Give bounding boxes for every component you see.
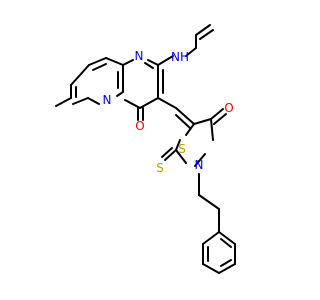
bond [139,97,159,109]
bond [220,259,232,267]
bond [124,99,141,109]
bond [195,24,211,36]
atom-label-n-ring: N [195,158,204,172]
atom-label-nh: NH [171,50,189,64]
bond [157,55,174,66]
atom-label-n-top: N [135,49,144,63]
molecule-canvas: N N NH O S N O S [55,24,236,274]
bond [105,57,124,66]
bond [220,238,232,248]
bond [185,47,197,57]
bond [147,59,159,66]
bond [175,139,181,151]
bond [210,118,214,141]
bond [164,149,177,161]
bond [161,147,173,158]
atom-label-s-thione: S [156,161,164,175]
molecule-structure: N N NH O S N O S [55,24,236,274]
bond [92,63,107,71]
bond [202,231,220,245]
bond [144,62,154,69]
bond [116,91,124,97]
bond [122,59,134,66]
atom-label-s-ring: S [178,142,186,156]
bond [210,108,224,120]
bond [218,231,236,245]
bond [194,153,206,167]
bond [213,113,227,125]
atom-label-n-bridge: N [103,93,112,107]
bond [87,97,100,105]
bond [218,263,236,274]
bond [72,97,89,105]
bond [175,149,187,164]
bond [70,64,90,86]
bond [199,29,214,40]
bond [185,123,195,136]
bond [198,194,220,210]
bond [175,107,195,125]
bond [55,97,72,107]
bond [202,263,220,274]
atom-label-o-left: O [135,119,144,133]
bond [175,114,191,129]
bond [157,97,177,109]
bond [88,57,107,66]
atom-label-o-right: O [224,101,233,115]
bond [193,118,212,125]
